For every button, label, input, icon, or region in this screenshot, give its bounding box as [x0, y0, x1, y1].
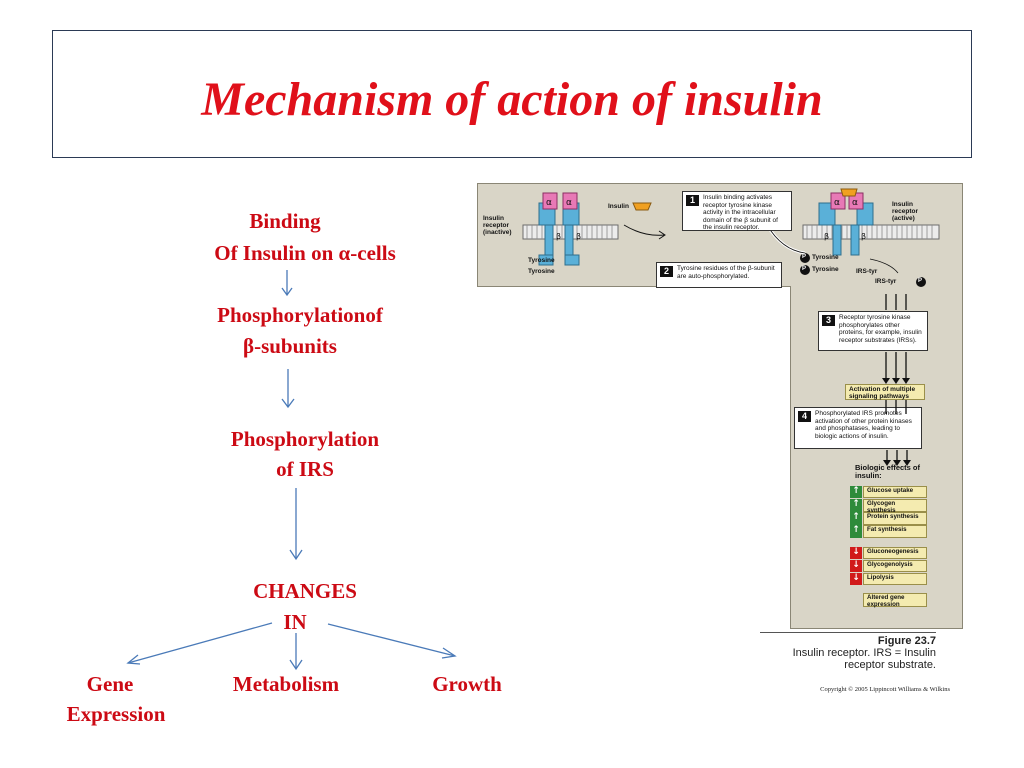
svg-text:α: α: [852, 198, 858, 208]
callout-4: 4 Phosphorylated IRS promotes activation…: [794, 407, 922, 449]
copyright: Copyright © 2005 Lippincott Williams & W…: [820, 686, 950, 693]
outcome-gene-line2: Expression: [66, 702, 166, 726]
tyrosine-label-1: Tyrosine: [528, 257, 555, 264]
slide-title: Mechanism of action of insulin: [201, 73, 823, 126]
svg-text:β: β: [556, 232, 561, 241]
svg-text:β: β: [861, 232, 866, 241]
arrow-down-icon: ↓: [850, 560, 862, 572]
flow-phospho-beta-line2: β-subunits: [243, 334, 337, 358]
outcome-growth: Growth: [432, 672, 502, 696]
callout-1-number: 1: [686, 195, 699, 206]
p-badge-3: P: [918, 278, 923, 284]
caption-line-1: Insulin receptor. IRS = Insulin: [792, 647, 936, 659]
outcome-metabolism: Metabolism: [232, 672, 340, 696]
callout-1-text: Insulin binding activates receptor tyros…: [703, 194, 778, 231]
callout-2: 2 Tyrosine residues of the β-subunit are…: [656, 262, 782, 288]
flow-changes-line1: CHANGES: [253, 579, 357, 603]
caption-rule: [760, 632, 936, 633]
flow-binding-line2: Of Insulin on α-cells: [214, 241, 396, 265]
callout-3-number: 3: [822, 315, 835, 326]
effect-protein-synthesis: Protein synthesis: [863, 512, 927, 525]
callout-3-text: Receptor tyrosine kinase phosphorylates …: [839, 314, 922, 344]
flow-changes-line2: IN: [283, 610, 307, 634]
activation-pathways-box: Activation of multiple signaling pathway…: [845, 384, 925, 400]
callout-4-number: 4: [798, 411, 811, 422]
callout-2-text: Tyrosine residues of the β-subunit are a…: [677, 265, 775, 280]
p-badge-2: P: [802, 266, 807, 272]
irs-tyr-label: IRS-tyr: [856, 268, 878, 275]
arrow-down-icon: ↓: [850, 547, 862, 559]
biologic-effects-heading: Biologic effects of insulin:: [855, 463, 921, 480]
receptor-active-label: Insulin receptor (active): [892, 201, 919, 222]
figure-number: Figure 23.7: [877, 635, 936, 647]
arrow-up-icon: ↑: [850, 499, 862, 512]
svg-text:β: β: [824, 232, 829, 241]
effect-glycogen-synthesis: Glycogen synthesis: [863, 499, 927, 513]
effect-fat-synthesis: Fat synthesis: [863, 525, 927, 538]
svg-text:α: α: [834, 198, 840, 208]
effect-altered-gene-expression: Altered gene expression: [863, 593, 927, 607]
tyrosine-label-2: Tyrosine: [528, 268, 555, 275]
outcome-gene-line1: Gene: [86, 672, 134, 696]
signal-arrows: [882, 294, 911, 466]
effect-glycogenolysis: Glycogenolysis: [863, 560, 927, 572]
title-box: [52, 30, 972, 158]
effect-glucose-uptake: Glucose uptake: [863, 486, 927, 498]
alpha-label-2: α: [566, 198, 572, 208]
flow-phospho-irs-line1: Phosphorylation: [230, 427, 380, 451]
receptor-inactive-label: Insulin receptor (inactive): [483, 215, 512, 236]
callout-4-text: Phosphorylated IRS promotes activation o…: [815, 410, 912, 440]
effect-lipolysis: Lipolysis: [863, 573, 927, 585]
callout-2-number: 2: [660, 266, 673, 277]
p-tyrosine-label-2: Tyrosine: [812, 266, 839, 273]
receptor-diagram: α α β β α α β β: [522, 188, 940, 287]
arrow-up-icon: ↑: [850, 486, 862, 498]
effect-gluconeogenesis: Gluconeogenesis: [863, 547, 927, 559]
callout-1: 1 Insulin binding activates receptor tyr…: [682, 191, 792, 231]
arrow-down-icon: ↓: [850, 573, 862, 585]
svg-text:β: β: [576, 232, 581, 241]
caption-line-2: receptor substrate.: [844, 659, 936, 671]
alpha-label-1: α: [546, 198, 552, 208]
arrow-up-icon: ↑: [850, 525, 862, 538]
flow-binding-line1: Binding: [249, 209, 321, 233]
insulin-label: Insulin: [608, 203, 629, 210]
callout-3: 3 Receptor tyrosine kinase phosphorylate…: [818, 311, 928, 351]
p-badge-1: P: [802, 254, 807, 260]
p-tyrosine-label-1: Tyrosine: [812, 254, 839, 261]
irs-tyr-p-label: IRS-tyr: [875, 278, 897, 285]
flow-phospho-beta-line1: Phosphorylationof: [217, 303, 383, 327]
arrow-up-icon: ↑: [850, 512, 862, 525]
flow-phospho-irs-line2: of IRS: [276, 457, 334, 481]
